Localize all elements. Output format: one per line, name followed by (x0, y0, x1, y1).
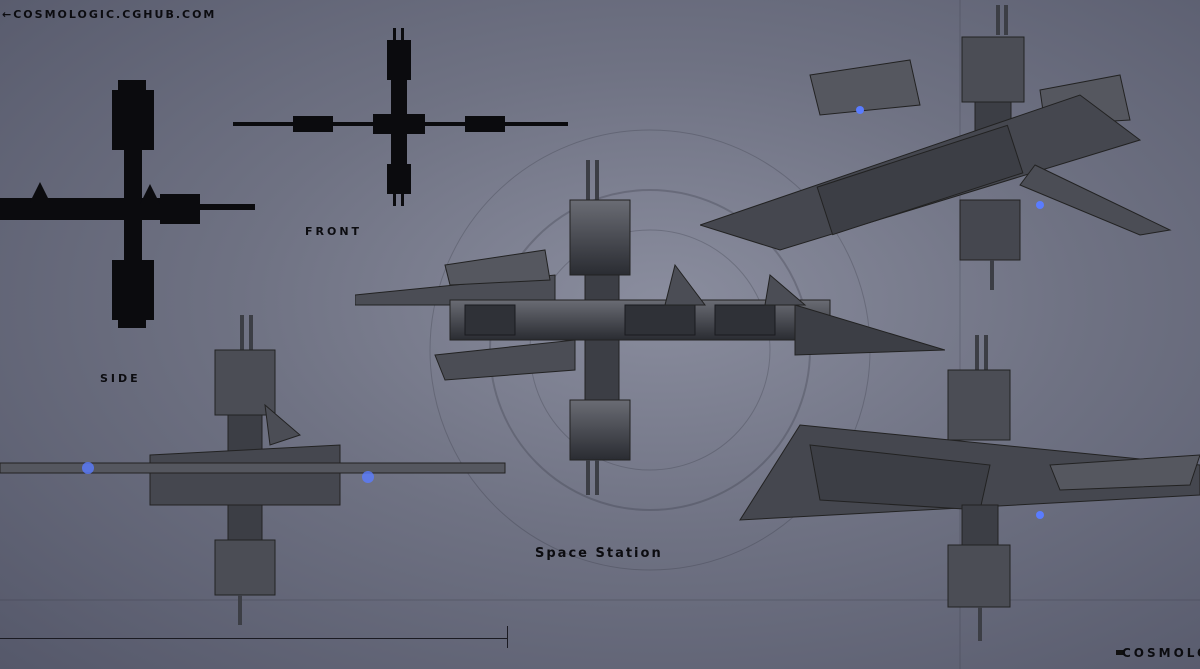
front-label: FRONT (305, 225, 363, 238)
station-render-perspective-bottom (739, 335, 1200, 641)
page-title: Space Station (535, 546, 663, 561)
side-label: SIDE (100, 372, 141, 385)
brand-signature: COSMOLOGIC (1122, 646, 1200, 660)
site-url: ←COSMOLOGIC.CGHUB.COM (2, 8, 217, 21)
station-render-side-angle (0, 315, 506, 625)
station-render-top (355, 160, 945, 495)
station-render-perspective-top (700, 5, 1172, 290)
baseline-rule (0, 638, 508, 639)
brand-mark-icon (1116, 650, 1124, 655)
baseline-tick (507, 626, 508, 648)
front-view-silhouette (233, 28, 568, 206)
side-view-silhouette (0, 80, 255, 328)
